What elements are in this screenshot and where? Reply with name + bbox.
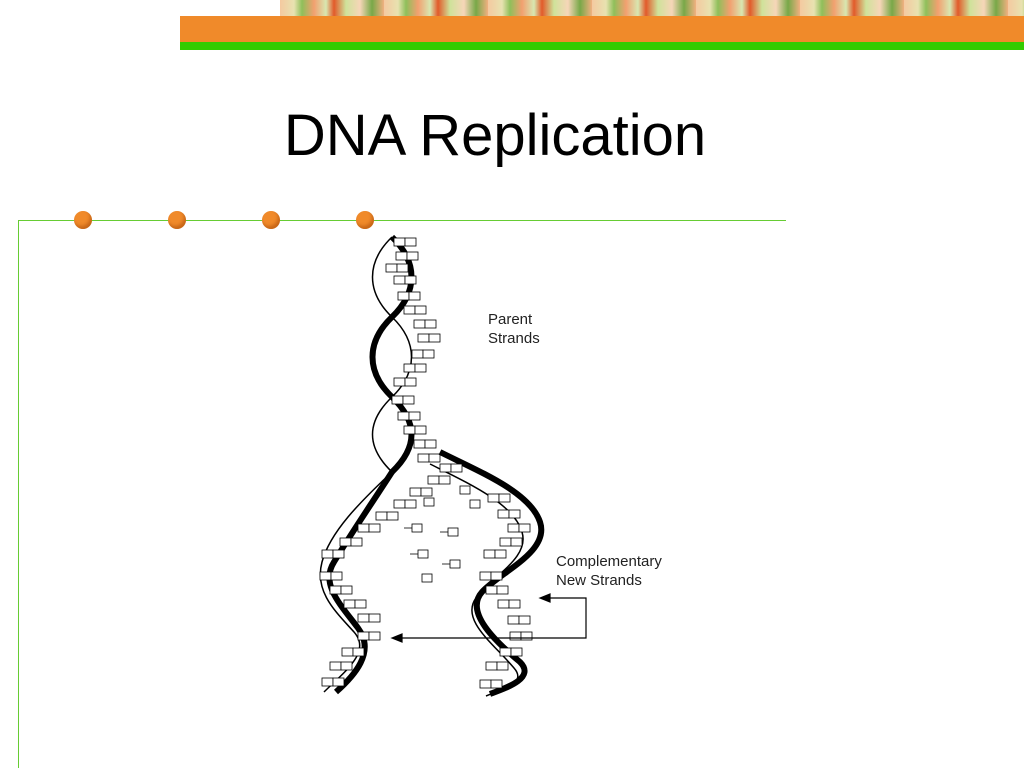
banner-orange-bar (180, 16, 1024, 42)
parent-strands-label: Parent Strands (488, 311, 540, 347)
frame-left-line (18, 220, 19, 768)
banner-green-bar (180, 42, 1024, 50)
frame-top-line (18, 220, 786, 221)
header-banner (180, 0, 1024, 50)
strand-arrows (390, 593, 587, 643)
slide-title: DNA Replication (283, 103, 707, 168)
bullet-dot-2 (168, 211, 186, 229)
left-daughter-helix (319, 470, 395, 695)
bullet-dot-1 (74, 211, 92, 229)
dna-replication-diagram: Parent Strands Complementary New Strands (300, 232, 700, 698)
dna-helix-svg (319, 234, 587, 697)
free-nucleotides (404, 485, 481, 583)
right-daughter-helix (429, 449, 545, 697)
bullet-dot-4 (356, 211, 374, 229)
banner-photo-strip (280, 0, 1024, 16)
new-strands-label: Complementary New Strands (556, 553, 662, 589)
bullet-dot-3 (262, 211, 280, 229)
